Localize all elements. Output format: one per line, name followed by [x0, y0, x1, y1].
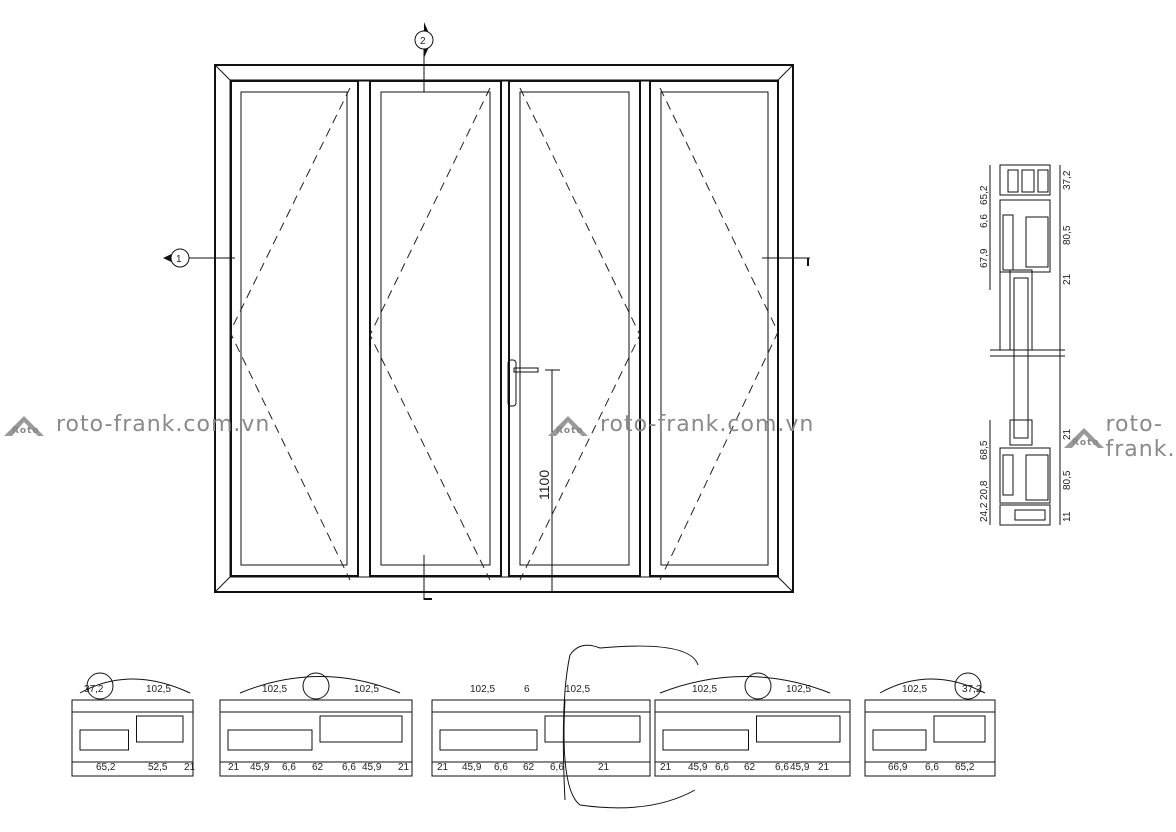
roto-logo: Roto [1064, 426, 1104, 448]
profile-block [431, 699, 651, 777]
opening-lines [229, 87, 779, 581]
roto-badge-icon [86, 672, 114, 700]
bottom-dimension: 6,6 [494, 762, 508, 773]
top-dimension: 102,5 [692, 684, 717, 695]
svg-text:6,6: 6,6 [979, 214, 990, 228]
roto-badge-icon [302, 672, 330, 700]
outer-frame [214, 64, 794, 593]
top-dimension: 102,5 [786, 684, 811, 695]
bottom-dimension: 65,2 [955, 762, 975, 773]
handle-outline-top [562, 644, 699, 801]
top-dimension: 102,5 [902, 684, 927, 695]
sash-3 [508, 80, 641, 577]
bottom-dimension: 21 [598, 762, 610, 773]
bottom-dimension: 6,6 [775, 762, 789, 773]
bottom-dimension: 52,5 [148, 762, 168, 773]
svg-text:21: 21 [1062, 428, 1073, 440]
bottom-dimension: 21 [228, 762, 240, 773]
bottom-dimension: 21 [398, 762, 410, 773]
bottom-dimension: 6,6 [715, 762, 729, 773]
top-dimension: 37,2 [84, 684, 104, 695]
handle-height-dimension: 1100 [536, 369, 560, 592]
bottom-dimension: 66,9 [888, 762, 908, 773]
svg-text:1: 1 [176, 254, 182, 265]
roto-badge-icon [744, 672, 772, 700]
watermark-center: Roto roto-frank.com.vn [548, 412, 814, 437]
top-dimension: 102,5 [470, 684, 495, 695]
watermark-text: roto-frank.com.vn [1105, 412, 1176, 462]
top-dimension: 102,5 [565, 684, 590, 695]
bottom-dimension: 21 [818, 762, 830, 773]
bottom-dimension: 6,6 [282, 762, 296, 773]
top-dimension: 37,2 [962, 684, 982, 695]
bottom-dimension: 45,9 [462, 762, 482, 773]
watermark-left: Roto roto-frank.com.vn [4, 412, 270, 437]
svg-text:24,2: 24,2 [979, 502, 990, 522]
svg-text:65,2: 65,2 [979, 185, 990, 205]
section-marker-2: 2 [414, 22, 434, 600]
svg-text:68,5: 68,5 [979, 440, 990, 460]
watermark-text: roto-frank.com.vn [56, 412, 271, 437]
sash-4 [649, 80, 779, 577]
svg-text:37,2: 37,2 [1062, 170, 1073, 190]
top-dimension: 102,5 [354, 684, 379, 695]
horizontal-section: 37,2 102,5 102,5 102,5 102,5 6 102,5 102,5 102,5… [71, 644, 996, 809]
bottom-dimension: 62 [744, 762, 756, 773]
section-marker-1: 1 [163, 248, 810, 268]
svg-text:11: 11 [1062, 511, 1073, 522]
sash-1 [230, 80, 359, 577]
roto-badge-icon [954, 672, 982, 700]
bottom-dimension: 21 [184, 762, 196, 773]
profile-block [219, 699, 413, 777]
door-handle [507, 359, 539, 407]
svg-text:2: 2 [420, 36, 426, 47]
bottom-dimension: 45,9 [688, 762, 708, 773]
svg-text:67,9: 67,9 [979, 248, 990, 268]
watermark-text: roto-frank.com.vn [600, 412, 815, 437]
bottom-dimension: 65,2 [96, 762, 116, 773]
bottom-dimension: 62 [312, 762, 324, 773]
bottom-dimension: 6,6 [550, 762, 564, 773]
watermark-right: Roto roto-frank.com.vn [1064, 412, 1176, 462]
handle-outline-bottom [563, 699, 696, 809]
bottom-dimension: 45,9 [362, 762, 382, 773]
profile-block [654, 699, 851, 777]
sash-2 [369, 80, 502, 577]
profile-block [864, 699, 996, 777]
vertical-section: 65,2 6,6 67,9 68,5 20,8 24,2 37,2 80,5 2… [979, 164, 1073, 526]
bottom-dimension: 62 [523, 762, 535, 773]
profile-block [71, 699, 194, 777]
bottom-dimension: 6,6 [342, 762, 356, 773]
svg-text:80,5: 80,5 [1062, 225, 1073, 245]
inner-frame [229, 79, 779, 578]
door-elevation: 1100 1 2 [163, 22, 810, 600]
bottom-dimension: 6,6 [925, 762, 939, 773]
top-dimension: 6 [524, 684, 530, 695]
svg-text:20,8: 20,8 [979, 480, 990, 500]
bottom-dimension: 21 [437, 762, 449, 773]
svg-text:80,5: 80,5 [1062, 470, 1073, 490]
bottom-dimension: 45,9 [790, 762, 810, 773]
bottom-dimension: 45,9 [250, 762, 270, 773]
dimension-1100: 1100 [536, 470, 552, 500]
svg-text:21: 21 [1062, 273, 1073, 285]
roto-logo: Roto [4, 414, 52, 436]
bottom-dimension: 21 [660, 762, 672, 773]
top-dimension: 102,5 [262, 684, 287, 695]
top-dimension: 102,5 [146, 684, 171, 695]
roto-logo: Roto [548, 414, 596, 436]
